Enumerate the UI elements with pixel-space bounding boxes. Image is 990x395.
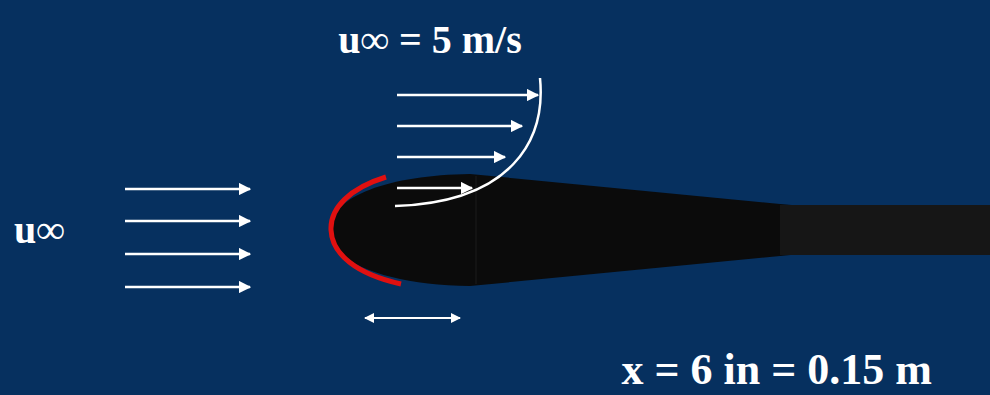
velocity-label: u∞ = 5 m/s [338,20,522,60]
leading-edge [331,177,401,284]
velocity-profile [395,78,541,206]
freestream-arrows [125,189,250,287]
trailing-strip [780,205,990,255]
profile-arrows [397,95,538,188]
airfoil-body [330,174,990,286]
panel-line [476,176,477,284]
freestream-label: u∞ [14,210,65,250]
distance-arrow [365,317,460,319]
distance-label: x = 6 in = 0.15 m [622,348,933,392]
